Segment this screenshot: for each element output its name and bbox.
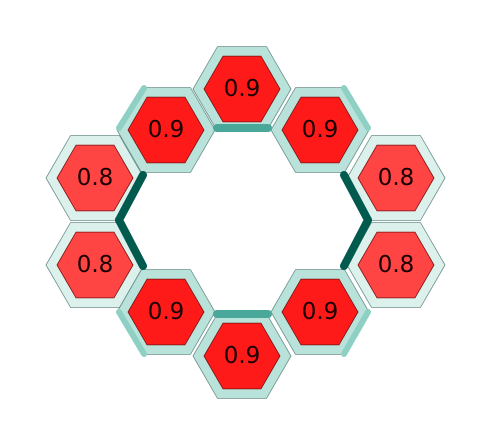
bond-line: [341, 85, 371, 131]
bond-line: [116, 85, 147, 131]
bond-line: [340, 216, 372, 270]
bond-line: [115, 171, 147, 224]
hex-label: 0.9: [148, 117, 185, 143]
hex-core: [203, 322, 281, 390]
hex-core: [127, 96, 205, 164]
bond-layer: [115, 85, 372, 357]
hex-cell: [346, 222, 446, 308]
hex-label: 0.9: [302, 117, 339, 143]
hex-label: 0.8: [378, 252, 415, 278]
hex-label: 0.8: [378, 165, 415, 191]
hex-core: [281, 96, 359, 164]
hex-core: [127, 278, 205, 346]
hex-core: [203, 55, 281, 123]
hex-cell: [192, 313, 292, 399]
hex-label: 0.8: [77, 165, 114, 191]
hex-core: [281, 278, 359, 346]
bond-line: [115, 216, 147, 270]
hex-label: 0.8: [77, 252, 114, 278]
hex-cell: [192, 46, 292, 132]
hex-cell: [45, 222, 145, 308]
hex-cell: [346, 135, 446, 221]
bond-line: [340, 171, 372, 224]
bond-line: [116, 309, 147, 357]
hex-core: [56, 231, 134, 299]
label-layer: 0.9 0.9 0.8 0.8 0.9 0.9 0.9 0.8 0.8 0.9: [77, 76, 415, 369]
hex-cell: [270, 87, 370, 173]
hexagon-layer: [45, 46, 446, 399]
hex-core: [357, 231, 435, 299]
hex-label: 0.9: [224, 76, 261, 102]
hex-cell: [116, 87, 216, 173]
hex-label: 0.9: [224, 343, 261, 369]
hex-core: [56, 144, 134, 212]
hex-cell: [270, 269, 370, 355]
hex-label: 0.9: [148, 299, 185, 325]
hex-label: 0.9: [302, 299, 339, 325]
hex-cell: [45, 135, 145, 221]
bond-line: [341, 309, 371, 357]
hex-core: [357, 144, 435, 212]
hex-cell: [116, 269, 216, 355]
